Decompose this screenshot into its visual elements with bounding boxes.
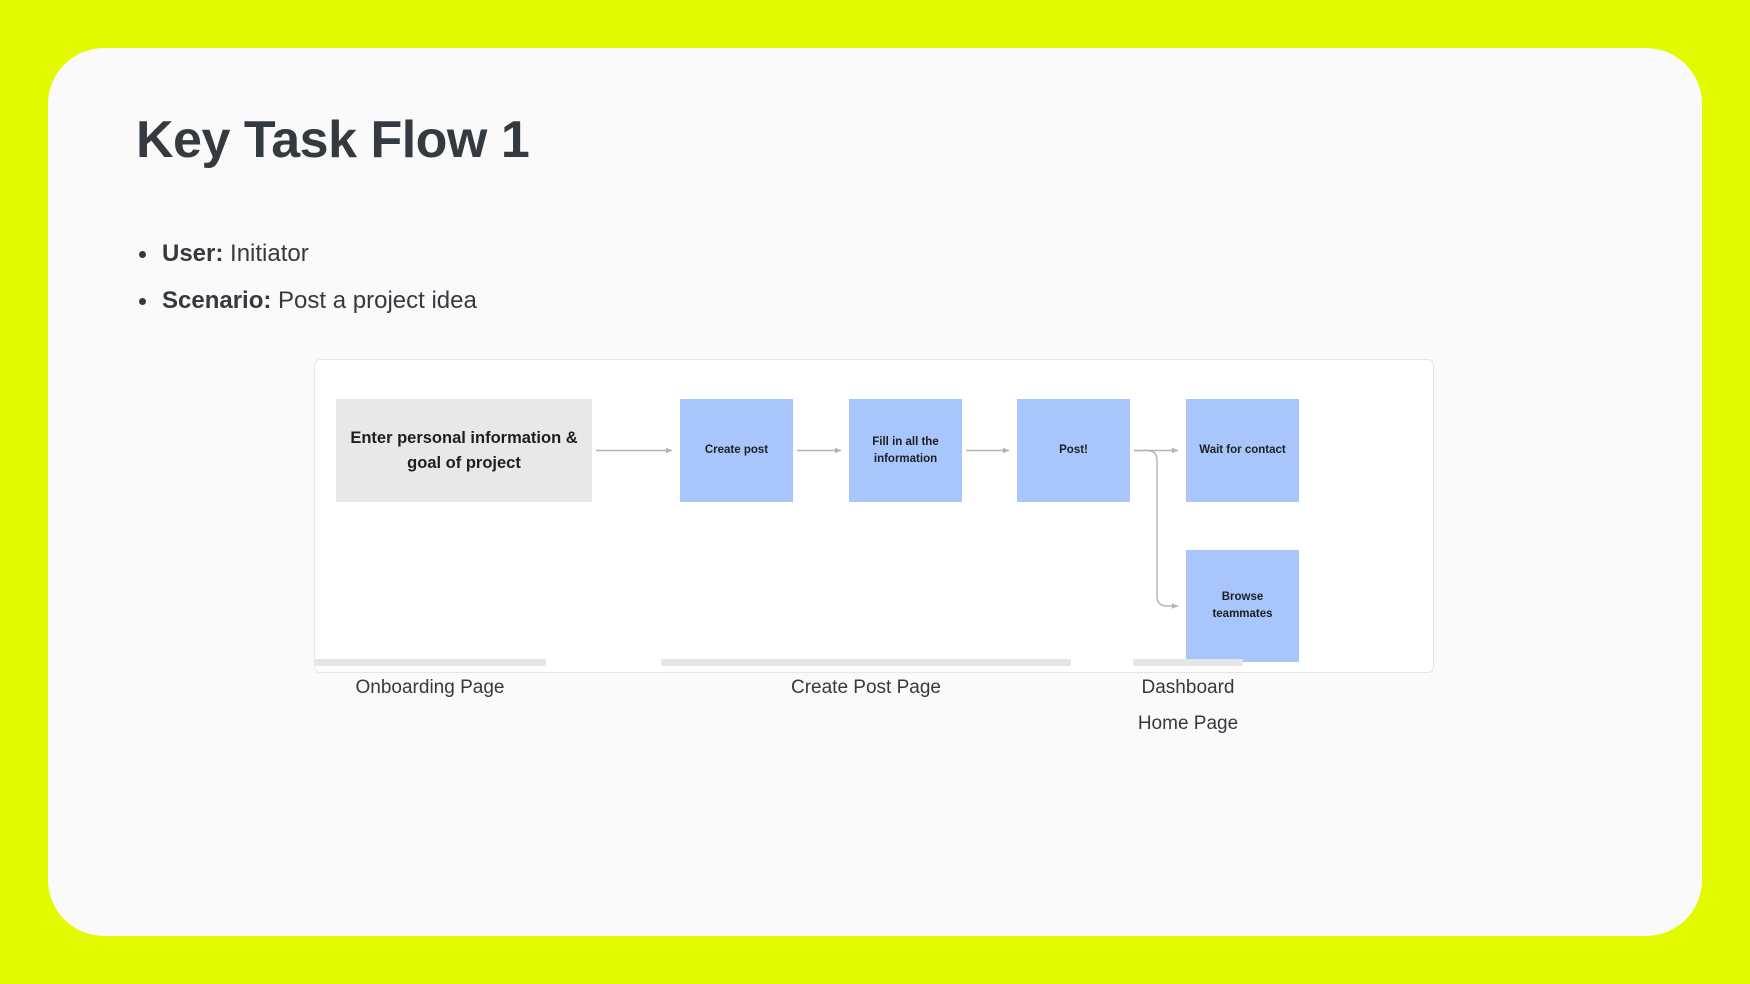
section-caption-create-post: Create Post Page <box>791 677 941 698</box>
section-caption-dashboard: Dashboard <box>1141 677 1235 698</box>
meta-item-user: User: Initiator <box>136 230 477 277</box>
flow-node-post[interactable]: Post! <box>1017 399 1130 502</box>
page-title: Key Task Flow 1 <box>136 111 530 169</box>
flow-node-fill-info[interactable]: Fill in all the information <box>849 399 962 502</box>
section-caption-onboarding: Onboarding Page <box>355 677 505 698</box>
flow-node-browse-teammates[interactable]: Browse teammates <box>1186 550 1299 662</box>
flow-diagram-panel: Enter personal information & goal of pro… <box>314 359 1434 673</box>
flow-node-wait-for-contact[interactable]: Wait for contact <box>1186 399 1299 502</box>
meta-item-user-value: Initiator <box>230 240 309 267</box>
section-caption-home-page: Home Page <box>1137 713 1239 734</box>
meta-item-scenario: Scenario: Post a project idea <box>136 277 477 324</box>
meta-item-scenario-value: Post a project idea <box>278 287 477 314</box>
section-rail-create-post <box>661 659 1071 666</box>
section-rail-dashboard <box>1133 659 1243 666</box>
section-rail-onboarding <box>314 659 546 666</box>
slide-card: Key Task Flow 1 User: Initiator Scenario… <box>48 48 1702 936</box>
meta-item-user-label: User: <box>162 240 224 267</box>
flow-node-enter-info[interactable]: Enter personal information & goal of pro… <box>336 399 592 502</box>
meta-list: User: Initiator Scenario: Post a project… <box>136 230 477 324</box>
meta-item-scenario-label: Scenario: <box>162 287 272 314</box>
flow-node-create-post[interactable]: Create post <box>680 399 793 502</box>
connector-post-to-browse <box>1134 449 1179 609</box>
